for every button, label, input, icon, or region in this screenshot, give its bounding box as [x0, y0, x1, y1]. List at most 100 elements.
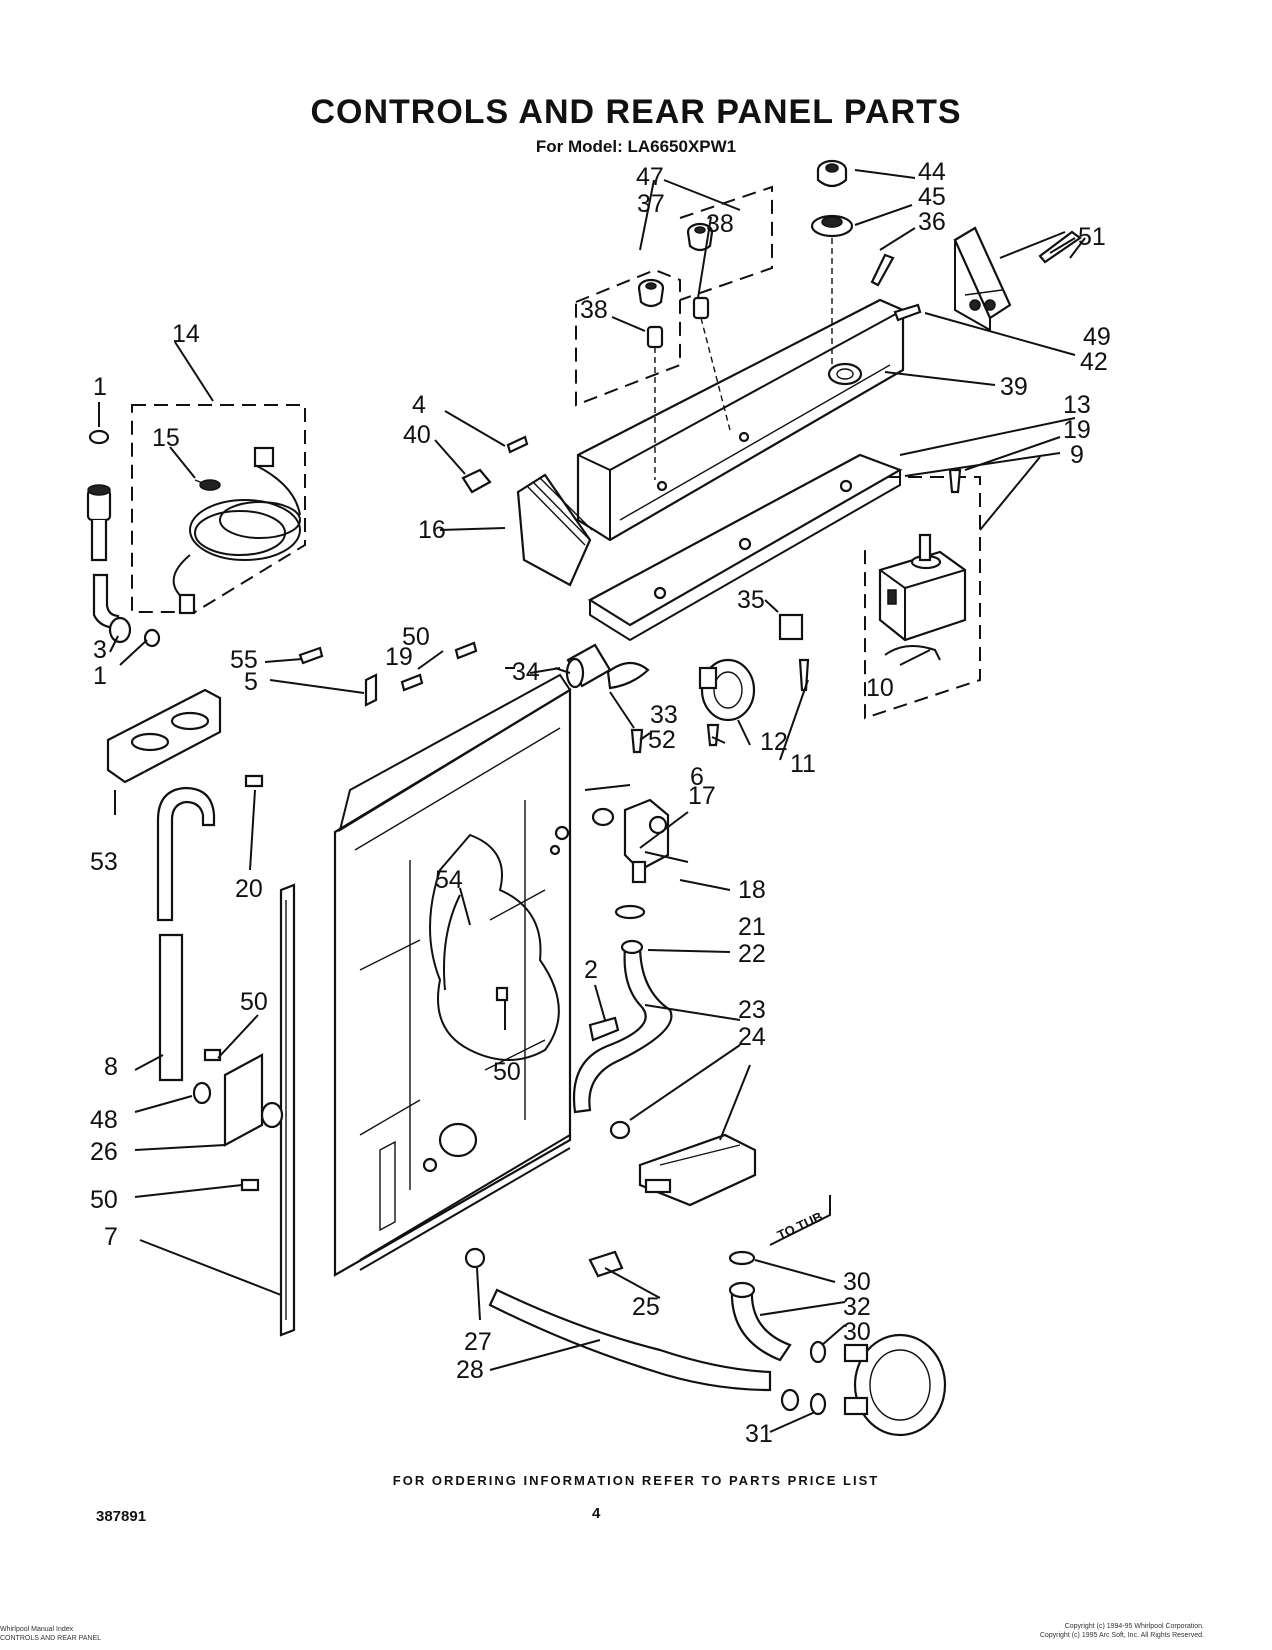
callout-3: 3 [93, 636, 107, 664]
rear-panel-6 [333, 673, 572, 1277]
callout-45: 45 [918, 183, 946, 211]
smallprint-left-line-1: Whirlpool Manual Index [0, 1626, 74, 1633]
callout-27: 27 [464, 1328, 492, 1356]
callout-10: 10 [866, 674, 894, 702]
clip-40 [461, 468, 492, 494]
screw-19-left [400, 673, 424, 692]
document-number: 387891 [96, 1508, 147, 1525]
smallprint-right: Copyright (c) 1994-95 Whirlpool Corporat… [1040, 1622, 1204, 1640]
pump-24 [638, 1133, 757, 1207]
callout-44: 44 [918, 158, 946, 186]
smallprint-left-line-2: CONTROLS AND REAR PANEL [0, 1635, 102, 1642]
hose-22 [572, 943, 673, 1114]
clamp-33 [606, 661, 650, 690]
callout-37: 37 [637, 190, 665, 218]
callout-51: 51 [1078, 223, 1106, 251]
power-cord-14 [172, 446, 301, 615]
washer-17 [591, 807, 615, 827]
screw-19-top [948, 468, 962, 494]
control-knob-37-left [637, 278, 665, 308]
callout-52: 52 [648, 726, 676, 754]
end-cap-16 [516, 473, 593, 587]
clamp-23 [609, 1120, 631, 1140]
console-end-bracket-51 [953, 226, 1012, 332]
leader-lines [98, 169, 1086, 1433]
washer-30-top [728, 1250, 756, 1266]
screw-11 [706, 723, 720, 747]
screw-11-upper [798, 658, 810, 692]
callout-40: 40 [403, 421, 431, 449]
callout-55: 55 [230, 646, 258, 674]
callout-38a: 38 [580, 296, 608, 324]
screw-20 [244, 774, 264, 788]
to-tub-arrow [769, 1195, 831, 1246]
callout-24: 24 [738, 1023, 766, 1051]
callout-34: 34 [512, 658, 540, 686]
callout-32: 32 [843, 1293, 871, 1321]
callout-19a: 19 [1063, 416, 1091, 444]
clamp-48 [192, 1081, 212, 1105]
callout-42: 42 [1080, 348, 1108, 376]
callout-53: 53 [90, 848, 118, 876]
callout-50c: 50 [493, 1058, 521, 1086]
tube-34 [565, 643, 612, 689]
smallprint-right-line-1: Copyright (c) 1994-95 Whirlpool Corporat… [1064, 1623, 1204, 1630]
callout-7: 7 [104, 1223, 118, 1251]
callout-14: 14 [172, 320, 200, 348]
switch-35 [778, 613, 804, 641]
timer-wire-10 [884, 645, 941, 661]
callout-12: 12 [760, 728, 788, 756]
switch-knob-38-left [646, 325, 664, 349]
callout-18: 18 [738, 876, 766, 904]
callout-36: 36 [918, 208, 946, 236]
timer-knob-44 [816, 159, 848, 188]
callout-48: 48 [90, 1106, 118, 1134]
power-cord-group-box [131, 404, 306, 613]
callout-15: 15 [152, 424, 180, 452]
hose-28-end [780, 1388, 800, 1412]
screw-50-top [454, 641, 478, 660]
callout-28: 28 [456, 1356, 484, 1384]
callout-50d: 50 [90, 1186, 118, 1214]
callout-23: 23 [738, 996, 766, 1024]
clamp-27 [464, 1247, 486, 1269]
callout-21: 21 [738, 913, 766, 941]
timer-9 [878, 533, 967, 642]
screw-4 [506, 435, 529, 454]
bracket-53 [106, 688, 222, 784]
screw-42 [893, 303, 922, 322]
screw-36 [870, 253, 895, 287]
knob-group-box-left [575, 268, 681, 407]
hose-32-end [728, 1281, 756, 1299]
callout-6: 6 [690, 763, 704, 791]
callout-50b: 50 [240, 988, 268, 1016]
callout-9: 9 [1070, 441, 1084, 469]
part-25 [588, 1250, 624, 1278]
callout-5: 5 [244, 668, 258, 696]
callout-22: 22 [738, 940, 766, 968]
callout-54: 54 [435, 866, 463, 894]
knob-group-box-right [679, 185, 773, 301]
clamp-31 [809, 1392, 827, 1416]
pressure-switch-12 [698, 658, 756, 722]
timer-group-box [842, 476, 981, 720]
smallprint-left: Whirlpool Manual Index CONTROLS AND REAR… [0, 1625, 101, 1643]
switch-knob-38-right [692, 296, 710, 320]
callout-1a: 1 [93, 373, 107, 401]
callout-39: 39 [1000, 373, 1028, 401]
callout-8: 8 [104, 1053, 118, 1081]
pump-body [843, 1333, 947, 1437]
screw-50-mid [203, 1048, 222, 1062]
console-bracket-13 [587, 453, 903, 642]
screw-50-bottom [240, 1178, 260, 1192]
callout-49: 49 [1083, 323, 1111, 351]
hose-22-end [620, 939, 644, 955]
clamp-30 [809, 1340, 827, 1364]
callout-numbers: 1 1 2 3 4 5 6 7 8 9 10 11 12 13 14 15 16… [90, 158, 1111, 1448]
callout-11: 11 [790, 750, 816, 778]
callout-2: 2 [584, 956, 598, 984]
knob-skirt-45 [810, 214, 854, 238]
drain-hose-8 [156, 786, 216, 1082]
